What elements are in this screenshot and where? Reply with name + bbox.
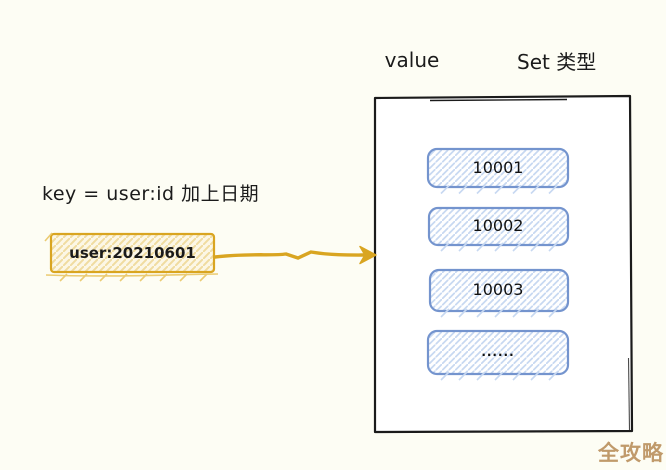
- set-member-box: [426, 147, 570, 189]
- set-type-label: Set 类型: [517, 50, 597, 74]
- key-box-label: user:20210601: [69, 244, 196, 262]
- key-annotation: key = user:id 加上日期: [42, 183, 260, 205]
- member-hatch-spill: [440, 184, 558, 381]
- key-to-set-arrow: [213, 245, 377, 265]
- arrowhead: [359, 245, 377, 265]
- watermark: 全攻略: [598, 441, 664, 465]
- set-member-boxes: [426, 147, 570, 376]
- set-member-value: 10003: [472, 280, 524, 299]
- key-box: [49, 232, 216, 274]
- set-member-box: [426, 329, 570, 376]
- key-box-sketch-strokes: [44, 232, 219, 282]
- set-container-box: [373, 94, 634, 434]
- container-sketch-strokes: [429, 98, 631, 431]
- set-member-box: [428, 268, 570, 313]
- set-member-ellipsis: ......: [481, 345, 515, 359]
- value-column-label: value: [384, 48, 440, 72]
- set-member-value: 10001: [472, 158, 524, 177]
- set-member-value: 10002: [472, 216, 524, 235]
- set-member-box: [427, 206, 570, 247]
